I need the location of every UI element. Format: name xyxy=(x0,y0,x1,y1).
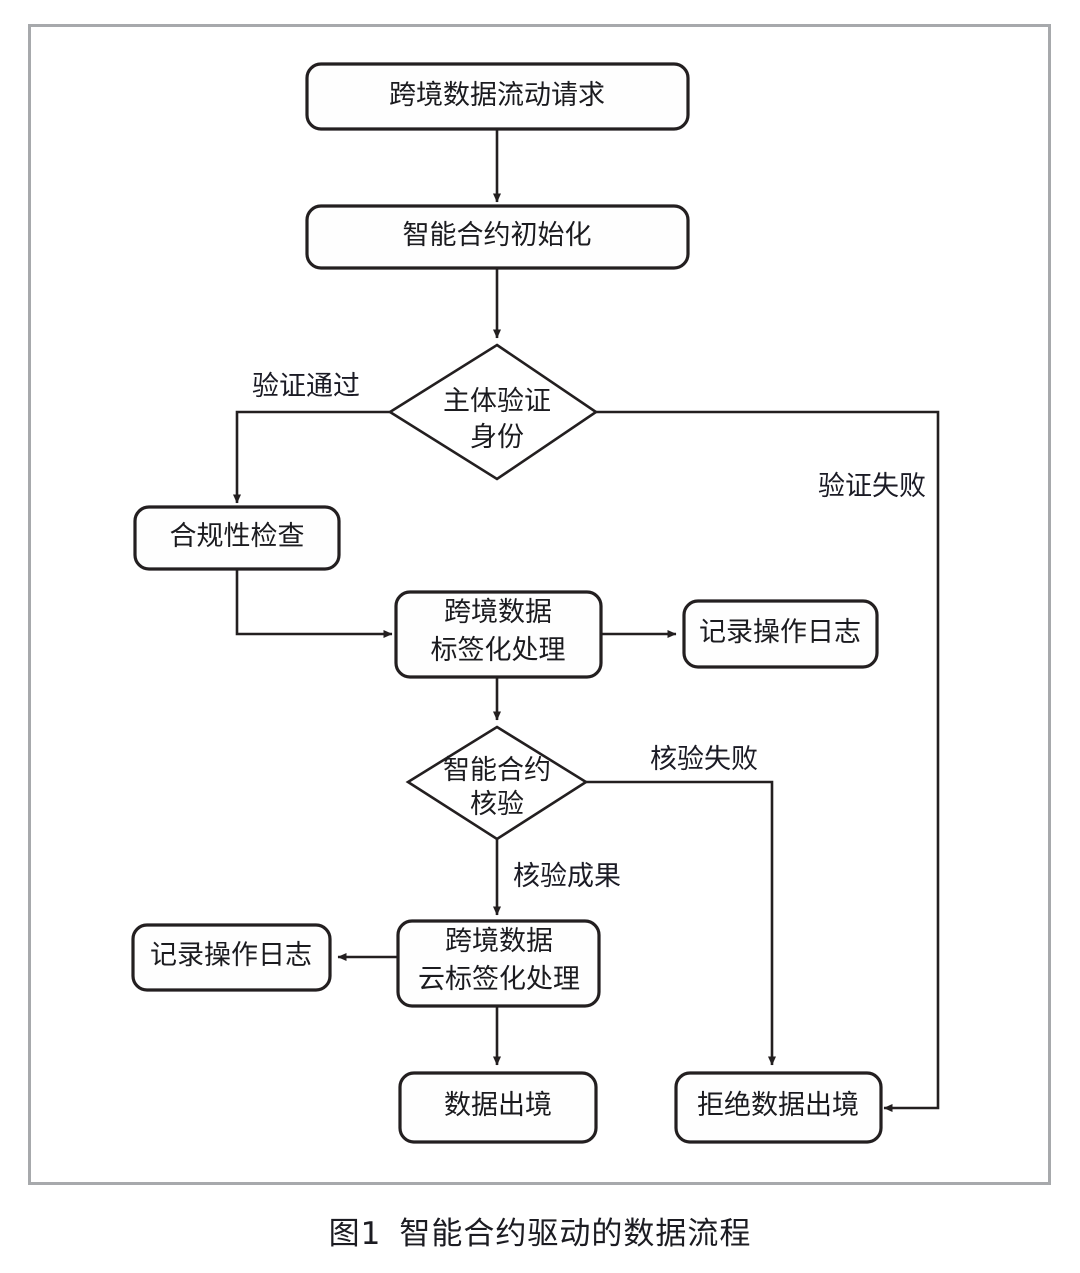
node-verify-label-line1: 智能合约 xyxy=(443,755,551,785)
node-cloud-tagging-label-line1: 跨境数据 xyxy=(445,926,553,956)
node-log-top-label: 记录操作日志 xyxy=(699,617,861,647)
node-export[interactable]: 数据出境 xyxy=(398,1071,598,1144)
node-log-top[interactable]: 记录操作日志 xyxy=(682,599,879,669)
node-verify-label-line2: 核验 xyxy=(470,789,524,819)
node-request-shape[interactable] xyxy=(305,62,690,131)
node-reject[interactable]: 拒绝数据出境 xyxy=(674,1071,883,1144)
node-cloud-tagging[interactable]: 跨境数据 云标签化处理 xyxy=(396,919,601,1008)
node-cloud-tagging-shape[interactable] xyxy=(396,919,601,1008)
node-request-label: 跨境数据流动请求 xyxy=(389,80,605,110)
node-tagging[interactable]: 跨境数据 标签化处理 xyxy=(394,590,603,679)
figure-caption: 图1 智能合约驱动的数据流程 xyxy=(0,1208,1080,1253)
node-request[interactable]: 跨境数据流动请求 xyxy=(305,62,690,131)
figure-caption-title: 智能合约驱动的数据流程 xyxy=(399,1216,752,1252)
edge-verify-to-reject xyxy=(586,780,776,1066)
edge-label-check-ok: 核验成果 xyxy=(513,861,621,891)
node-tagging-label-line2: 标签化处理 xyxy=(431,635,566,665)
node-init[interactable]: 智能合约初始化 xyxy=(305,204,690,270)
node-tagging-shape[interactable] xyxy=(394,590,603,679)
edge-label-verify-fail: 验证失败 xyxy=(818,471,926,501)
node-log-top-shape[interactable] xyxy=(682,599,879,669)
node-verify[interactable]: 智能合约 核验 xyxy=(405,725,589,841)
node-init-label: 智能合约初始化 xyxy=(403,220,592,250)
node-compliance-label: 合规性检查 xyxy=(170,521,305,551)
node-reject-shape[interactable] xyxy=(674,1071,883,1144)
node-identity-label-line1: 主体验证 xyxy=(443,386,551,416)
edge-compliance-to-tagging xyxy=(235,569,393,638)
node-init-shape[interactable] xyxy=(305,204,690,270)
node-cloud-tagging-label-line2: 云标签化处理 xyxy=(418,964,580,994)
node-log-bottom-shape[interactable] xyxy=(131,923,332,992)
edge-identity-to-reject xyxy=(596,410,940,1112)
edge-label-layer: 验证通过 验证失败 核验失败 核验成果 xyxy=(252,371,926,891)
node-verify-shape[interactable] xyxy=(405,725,589,841)
node-log-bottom[interactable]: 记录操作日志 xyxy=(131,923,332,992)
node-identity-label-line2: 身份 xyxy=(470,422,524,452)
edge-identity-to-compliance xyxy=(233,410,390,504)
node-export-label: 数据出境 xyxy=(444,1090,552,1120)
node-compliance-shape[interactable] xyxy=(133,505,341,571)
node-identity[interactable]: 主体验证 身份 xyxy=(387,343,599,481)
node-log-bottom-label: 记录操作日志 xyxy=(150,940,312,970)
node-compliance[interactable]: 合规性检查 xyxy=(133,505,341,571)
figure-caption-number: 图1 xyxy=(328,1216,382,1252)
edge-label-verify-pass: 验证通过 xyxy=(252,371,360,401)
node-tagging-label-line1: 跨境数据 xyxy=(444,597,552,627)
node-export-shape[interactable] xyxy=(398,1071,598,1144)
node-identity-shape[interactable] xyxy=(387,343,599,481)
edge-layer xyxy=(233,129,940,1112)
edge-label-check-fail: 核验失败 xyxy=(650,744,758,774)
node-reject-label: 拒绝数据出境 xyxy=(697,1090,859,1120)
